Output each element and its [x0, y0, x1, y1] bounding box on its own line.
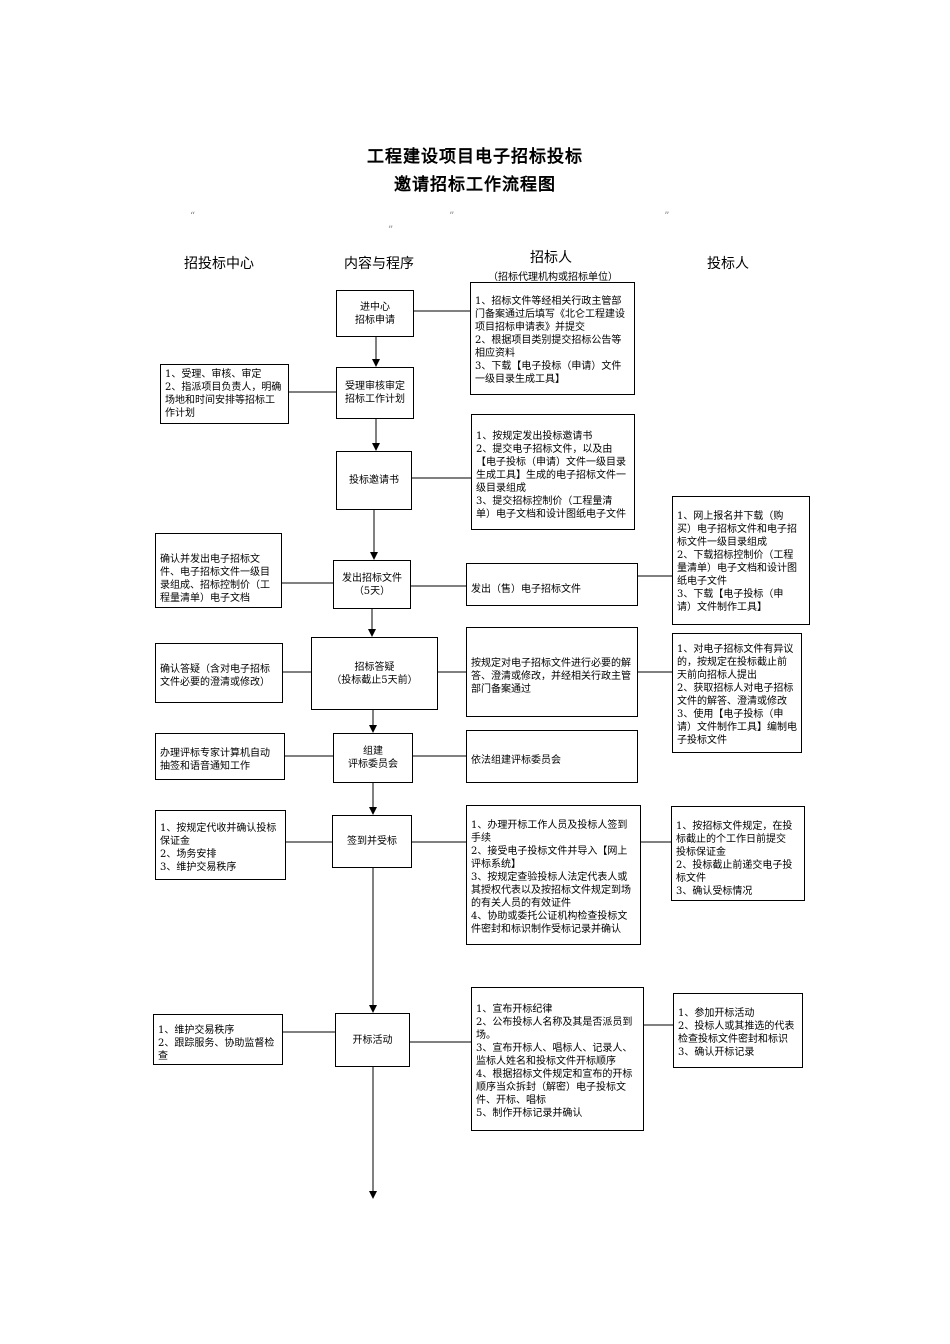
step-apply: 进中心招标申请 — [336, 290, 414, 337]
step-review: 受理审核审定招标工作计划 — [336, 367, 414, 419]
center-box-4: 办理评标专家计算机自动抽签和语音通知工作 — [155, 733, 285, 780]
tenderer-box-5: 依法组建评标委员会 — [466, 730, 638, 783]
center-box-3: 确认答疑（含对电子招标文件必要的澄清或修改） — [155, 643, 283, 703]
tenderer-box-3: 发出（售）电子招标文件 — [466, 563, 638, 606]
column-subheader-tenderer: （招标代理机构或招标单位） — [488, 272, 618, 283]
column-header-bidder: 投标人 — [707, 256, 749, 272]
column-header-tenderer: 招标人 — [530, 250, 572, 266]
column-header-process: 内容与程序 — [344, 256, 414, 272]
center-box-2: 确认并发出电子招标文件、电子招标文件一级目录组成、招标控制价（工程量清单）电子文… — [155, 533, 282, 608]
step-invitation: 投标邀请书 — [336, 451, 412, 510]
diagram-title-line1: 工程建设项目电子招标投标 — [367, 147, 583, 167]
tenderer-box-4: 按规定对电子招标文件进行必要的解答、澄清或修改，并经相关行政主管部门备案通过 — [466, 627, 638, 717]
diagram-title-line2: 邀请招标工作流程图 — [394, 175, 556, 195]
step-clarification: 招标答疑（投标截止5天前） — [311, 637, 438, 710]
step-issue-documents: 发出招标文件（5天） — [333, 560, 411, 609]
step-bid-opening: 开标活动 — [335, 1013, 410, 1067]
column-header-center: 招投标中心 — [184, 256, 254, 272]
note-line1: “ ” ” — [168, 211, 836, 222]
note-line2: ” — [168, 225, 549, 236]
step-form-committee: 组建评标委员会 — [333, 733, 413, 783]
step-sign-in: 签到并受标 — [332, 815, 412, 868]
tenderer-box-1: 1、招标文件等经相关行政主管部门备案通过后填写《北仑工程建设项目招标申请表》并提… — [470, 282, 635, 395]
